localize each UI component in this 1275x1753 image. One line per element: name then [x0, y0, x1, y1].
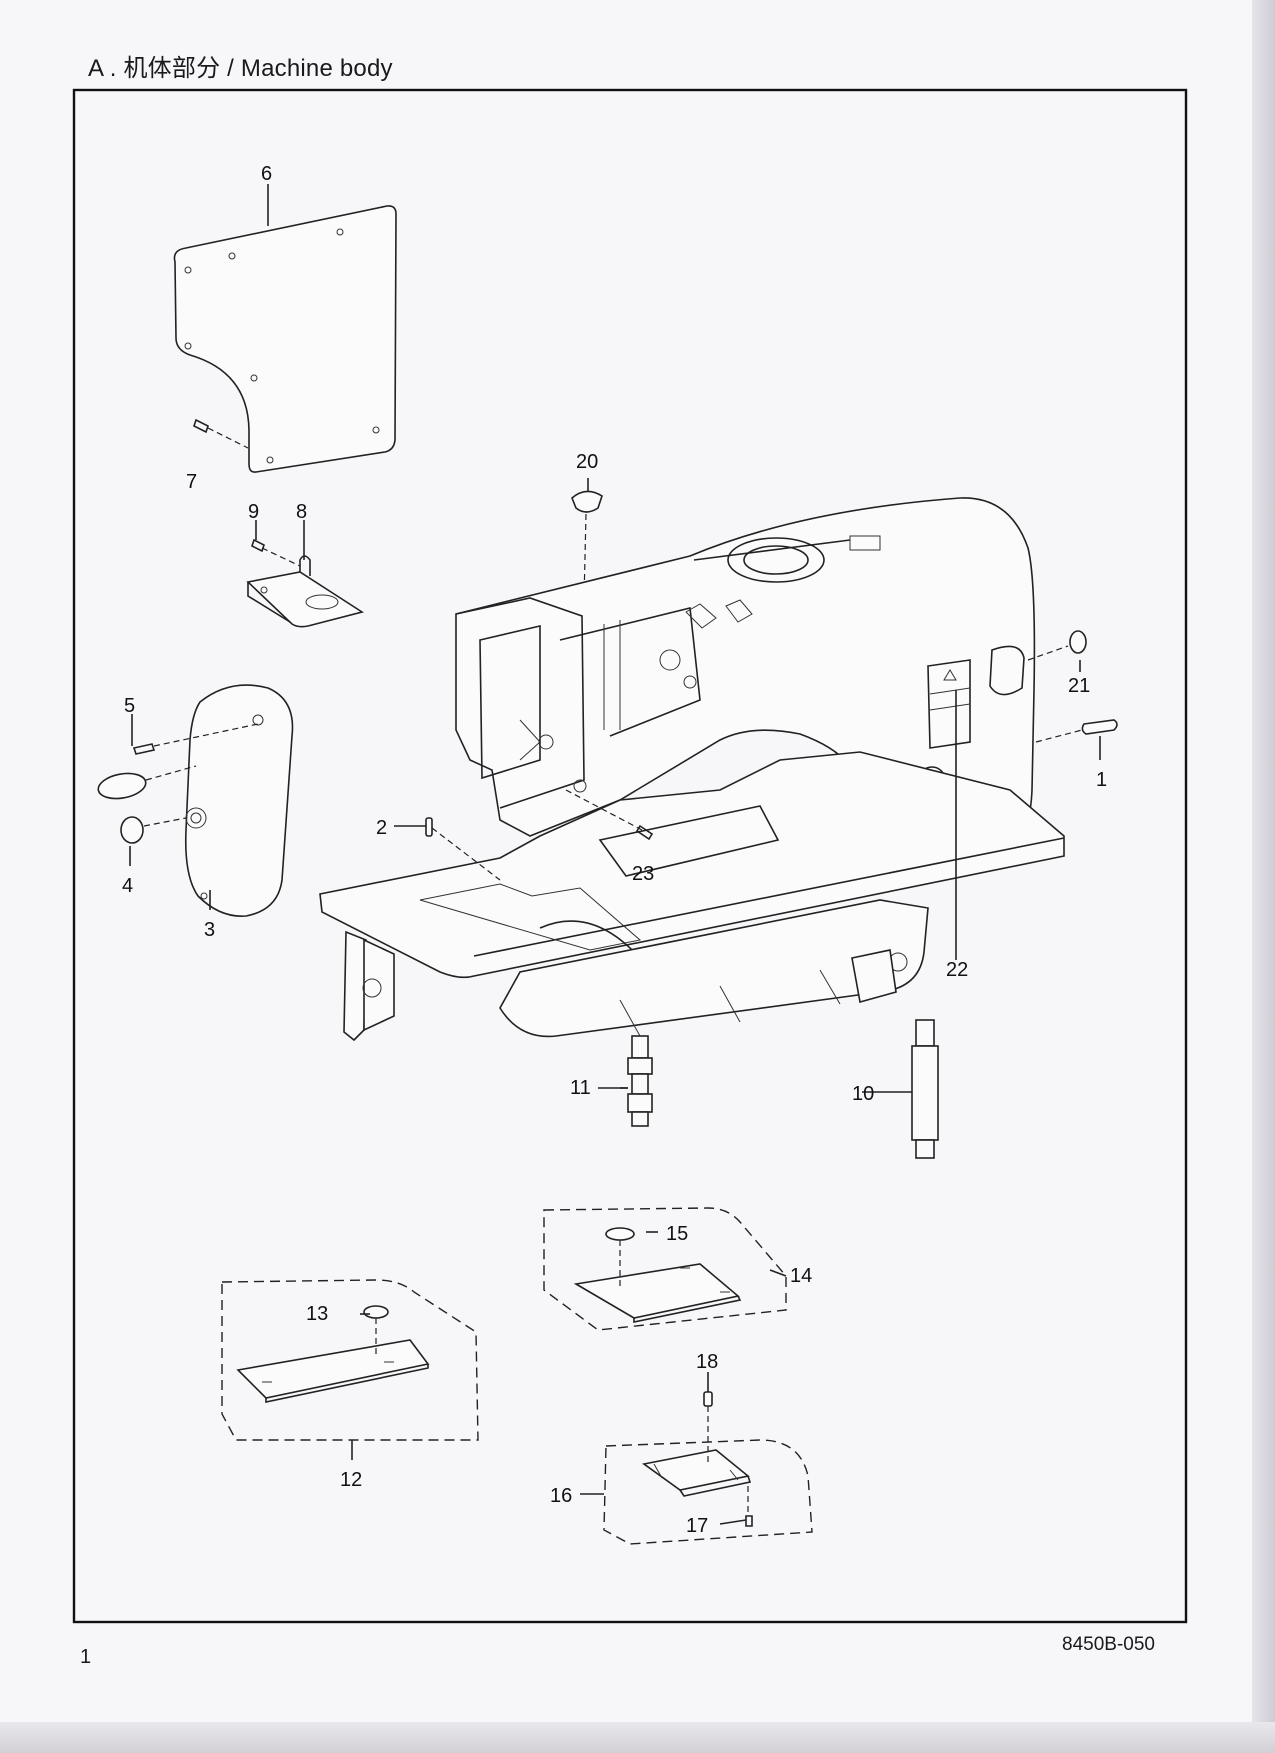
label-part-1: 1	[1096, 769, 1107, 791]
part-6-cover-plate	[173, 205, 397, 473]
scan-edge-bottom	[0, 1722, 1275, 1753]
part-2-pin	[425, 817, 501, 881]
label-part-5: 5	[124, 695, 135, 717]
part-5-screw	[132, 723, 259, 755]
label-part-13: 13	[306, 1303, 328, 1325]
document-code: 8450B-050	[1062, 1634, 1155, 1655]
part-4-rubber-plug	[120, 816, 187, 844]
part-16-group	[603, 1391, 813, 1545]
page-number: 1	[80, 1646, 92, 1668]
label-part-2: 2	[376, 817, 387, 839]
label-part-12: 12	[340, 1469, 362, 1491]
label-part-8: 8	[296, 501, 307, 523]
label-part-6: 6	[261, 163, 272, 185]
label-part-20: 20	[576, 451, 598, 473]
part-7-screw	[193, 418, 249, 449]
label-part-18: 18	[696, 1351, 718, 1373]
label-part-14: 14	[790, 1265, 812, 1287]
page-title: A . 机体部分 / Machine body	[88, 55, 393, 82]
leader-lines	[129, 184, 1101, 1525]
label-part-16: 16	[550, 1485, 572, 1507]
part-1-pin	[1035, 719, 1118, 743]
part-8-bracket	[246, 555, 364, 628]
label-part-23: 23	[632, 863, 654, 885]
label-part-15: 15	[666, 1223, 688, 1245]
part-10-shaft	[882, 1019, 939, 1159]
machine-bed	[319, 751, 1065, 1042]
label-part-21: 21	[1068, 675, 1090, 697]
label-part-11: 11	[570, 1077, 591, 1099]
part-3-face-plate	[184, 684, 294, 917]
diagram-frame	[72, 88, 1188, 1624]
label-part-22: 22	[946, 959, 968, 981]
part-9-screw	[251, 538, 301, 567]
label-part-7: 7	[186, 471, 197, 493]
part-23-screw	[565, 789, 654, 841]
part-11-shaft	[620, 1035, 653, 1127]
scan-edge-right	[1252, 0, 1275, 1753]
label-part-3: 3	[204, 919, 215, 941]
part-14-group	[543, 1207, 787, 1331]
label-part-17: 17	[686, 1515, 708, 1537]
label-part-4: 4	[122, 875, 133, 897]
part-12-group	[221, 1279, 479, 1460]
label-part-10: 10	[852, 1083, 874, 1105]
label-part-9: 9	[248, 501, 259, 523]
part-21-plug	[1027, 630, 1087, 661]
gasket	[97, 765, 197, 800]
